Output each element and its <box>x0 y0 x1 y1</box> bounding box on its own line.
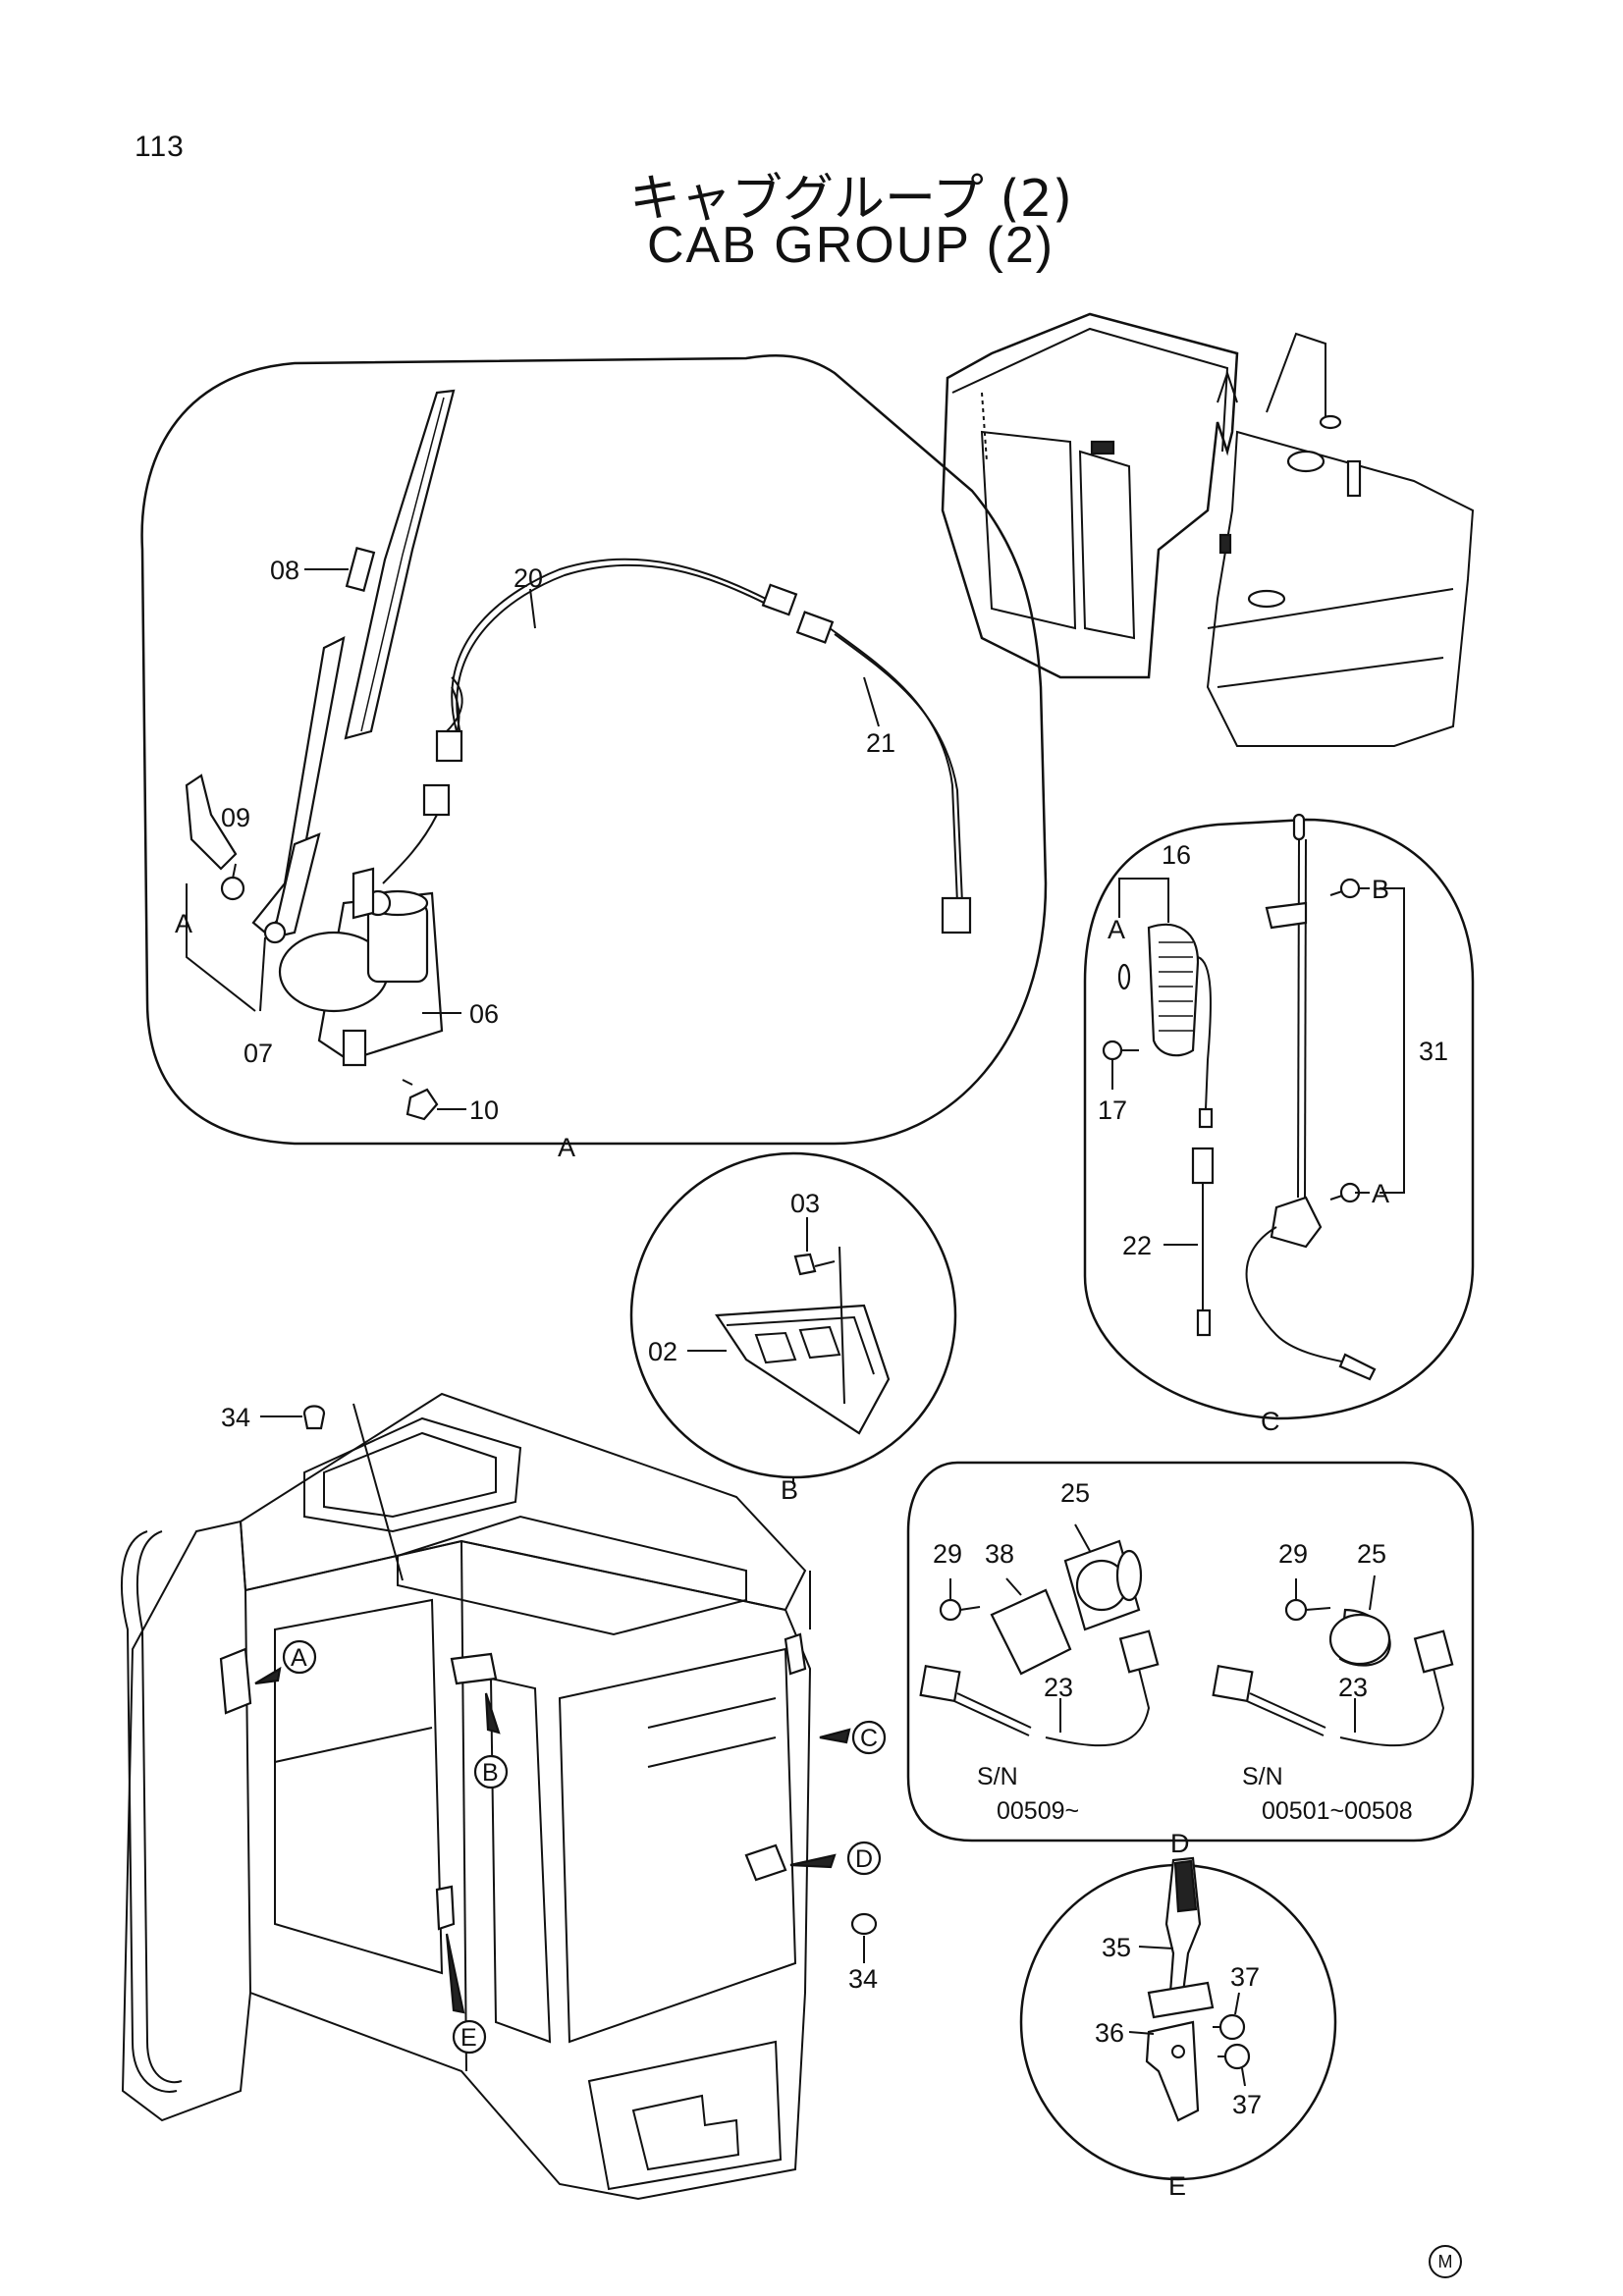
wiper-arm <box>251 636 346 944</box>
view-label-b: B <box>781 1475 798 1505</box>
leader-36 <box>1128 2031 1155 2035</box>
callout-25-left: 25 <box>1060 1478 1090 1508</box>
callout-a-left: A <box>175 909 192 938</box>
callout-08: 08 <box>270 556 299 585</box>
callout-b-c: B <box>1372 875 1389 904</box>
callout-37-b: 37 <box>1232 2090 1262 2119</box>
leader-37-b <box>1241 2067 1246 2087</box>
view-label-d: D <box>1170 1829 1190 1858</box>
leader-35 <box>1138 1946 1174 1949</box>
leader-25-l <box>1074 1523 1091 1552</box>
callout-21: 21 <box>866 728 895 758</box>
callout-34-bottom: 34 <box>848 1964 878 1994</box>
svg-text:B: B <box>482 1759 499 1787</box>
detail-d-frame <box>906 1461 1475 1842</box>
cab-lamp-part <box>450 1652 498 1685</box>
callout-37-a: 37 <box>1230 1962 1260 1992</box>
view-label-c: C <box>1261 1407 1280 1436</box>
bolt-10 <box>402 1079 439 1121</box>
serial-range-left: 00509~ <box>997 1797 1079 1825</box>
detail-e-lever: 35 37 36 37 E <box>1019 1856 1337 2201</box>
page-number: 113 <box>135 131 185 163</box>
callout-a-c: A <box>1108 915 1125 944</box>
detail-a-wiper: 08 20 21 09 A 07 06 10 A <box>140 354 1048 1162</box>
callout-03: 03 <box>790 1189 820 1218</box>
callout-20: 20 <box>514 563 543 593</box>
view-label-e: E <box>1168 2171 1186 2201</box>
leader-20 <box>529 588 536 629</box>
detail-d-speaker: 25 38 29 23 29 25 23 S/N 00509~ S/N 0050… <box>906 1461 1475 1858</box>
callout-25-right: 25 <box>1357 1539 1386 1569</box>
wiper-motor <box>278 867 444 1067</box>
wiper-harness <box>382 558 972 934</box>
callout-06: 06 <box>469 999 499 1029</box>
cab-assembly: 34 34 A B C D E <box>121 1392 887 2201</box>
callout-17: 17 <box>1098 1095 1127 1125</box>
svg-text:C: C <box>860 1725 878 1752</box>
callout-34-top: 34 <box>221 1403 250 1432</box>
marker-a: A <box>254 1639 317 1685</box>
callout-31: 31 <box>1419 1037 1448 1066</box>
svg-text:E: E <box>460 2024 477 2052</box>
callout-36: 36 <box>1095 2018 1124 2048</box>
callout-35: 35 <box>1102 1933 1131 1962</box>
leader-16 <box>1118 878 1169 923</box>
leader-37-a <box>1234 1992 1240 2015</box>
callout-09: 09 <box>221 803 250 832</box>
bracket-part <box>185 774 245 901</box>
callout-16: 16 <box>1162 840 1191 870</box>
callout-23-right: 23 <box>1338 1673 1368 1702</box>
leader-a-left <box>186 883 256 1012</box>
leader-09 <box>232 863 237 880</box>
page-title-english: CAB GROUP (2) <box>646 217 1055 274</box>
marker-b: B <box>473 1692 509 1789</box>
detail-c-frame <box>1083 818 1475 1420</box>
callout-29-right: 29 <box>1278 1539 1308 1569</box>
marker-e: E <box>445 1933 487 2055</box>
callout-38: 38 <box>985 1539 1014 1569</box>
marker-d: D <box>789 1841 882 1876</box>
leader-21 <box>863 676 880 727</box>
callout-07: 07 <box>243 1039 273 1068</box>
leader-25-r <box>1369 1575 1376 1611</box>
serial-range-right: 00501~00508 <box>1262 1797 1413 1825</box>
svg-text:A: A <box>291 1644 307 1672</box>
leader-31 <box>1380 887 1405 1194</box>
page-title-japanese: キャブグループ (2) <box>628 170 1073 229</box>
detail-c-antenna: 16 A 17 B 31 A 22 C <box>1083 813 1475 1436</box>
serial-label-left: S/N <box>977 1763 1018 1790</box>
leader-38 <box>1005 1577 1022 1596</box>
leader-07 <box>259 936 266 1012</box>
machine-overview <box>941 312 1475 747</box>
corner-mark: M <box>1429 2245 1462 2278</box>
svg-text:D: D <box>855 1845 873 1873</box>
marker-c: C <box>819 1720 887 1755</box>
wiper-blade <box>344 389 456 740</box>
callout-29-left: 29 <box>933 1539 962 1569</box>
callout-02: 02 <box>648 1337 677 1366</box>
detail-a-frame <box>140 354 1048 1146</box>
callout-10: 10 <box>469 1095 499 1125</box>
callout-a-c2: A <box>1372 1179 1389 1208</box>
callout-22: 22 <box>1122 1231 1152 1260</box>
serial-label-right: S/N <box>1242 1763 1283 1790</box>
detail-b-lamp: 03 02 B <box>629 1151 957 1505</box>
callout-23-left: 23 <box>1044 1673 1073 1702</box>
view-label-a: A <box>558 1133 575 1162</box>
